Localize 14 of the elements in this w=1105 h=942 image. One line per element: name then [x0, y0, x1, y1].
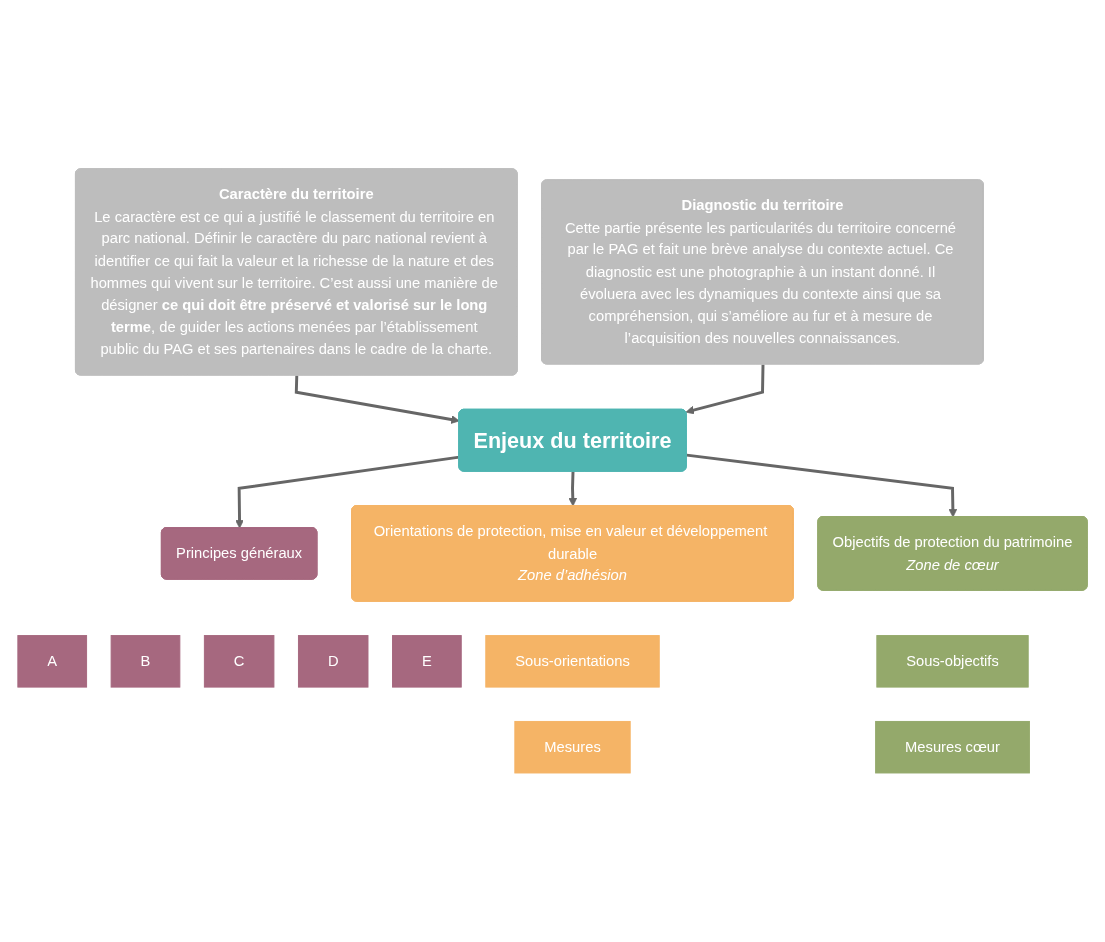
arrow	[235, 455, 460, 529]
arrow	[568, 471, 578, 507]
arrow	[685, 364, 765, 415]
node-box: Sous-orientations	[485, 635, 660, 688]
node-box: E	[392, 635, 462, 688]
node-box: A	[17, 635, 88, 688]
node-box: B	[110, 635, 181, 688]
node-box: Mesures cœur	[875, 721, 1030, 774]
node-box: C	[203, 635, 275, 688]
arrow	[294, 375, 460, 424]
node-box: Sous-objectifs	[876, 635, 1029, 688]
node-box: D	[297, 635, 369, 688]
node-box: Mesures	[514, 721, 631, 774]
arrow	[686, 453, 958, 518]
